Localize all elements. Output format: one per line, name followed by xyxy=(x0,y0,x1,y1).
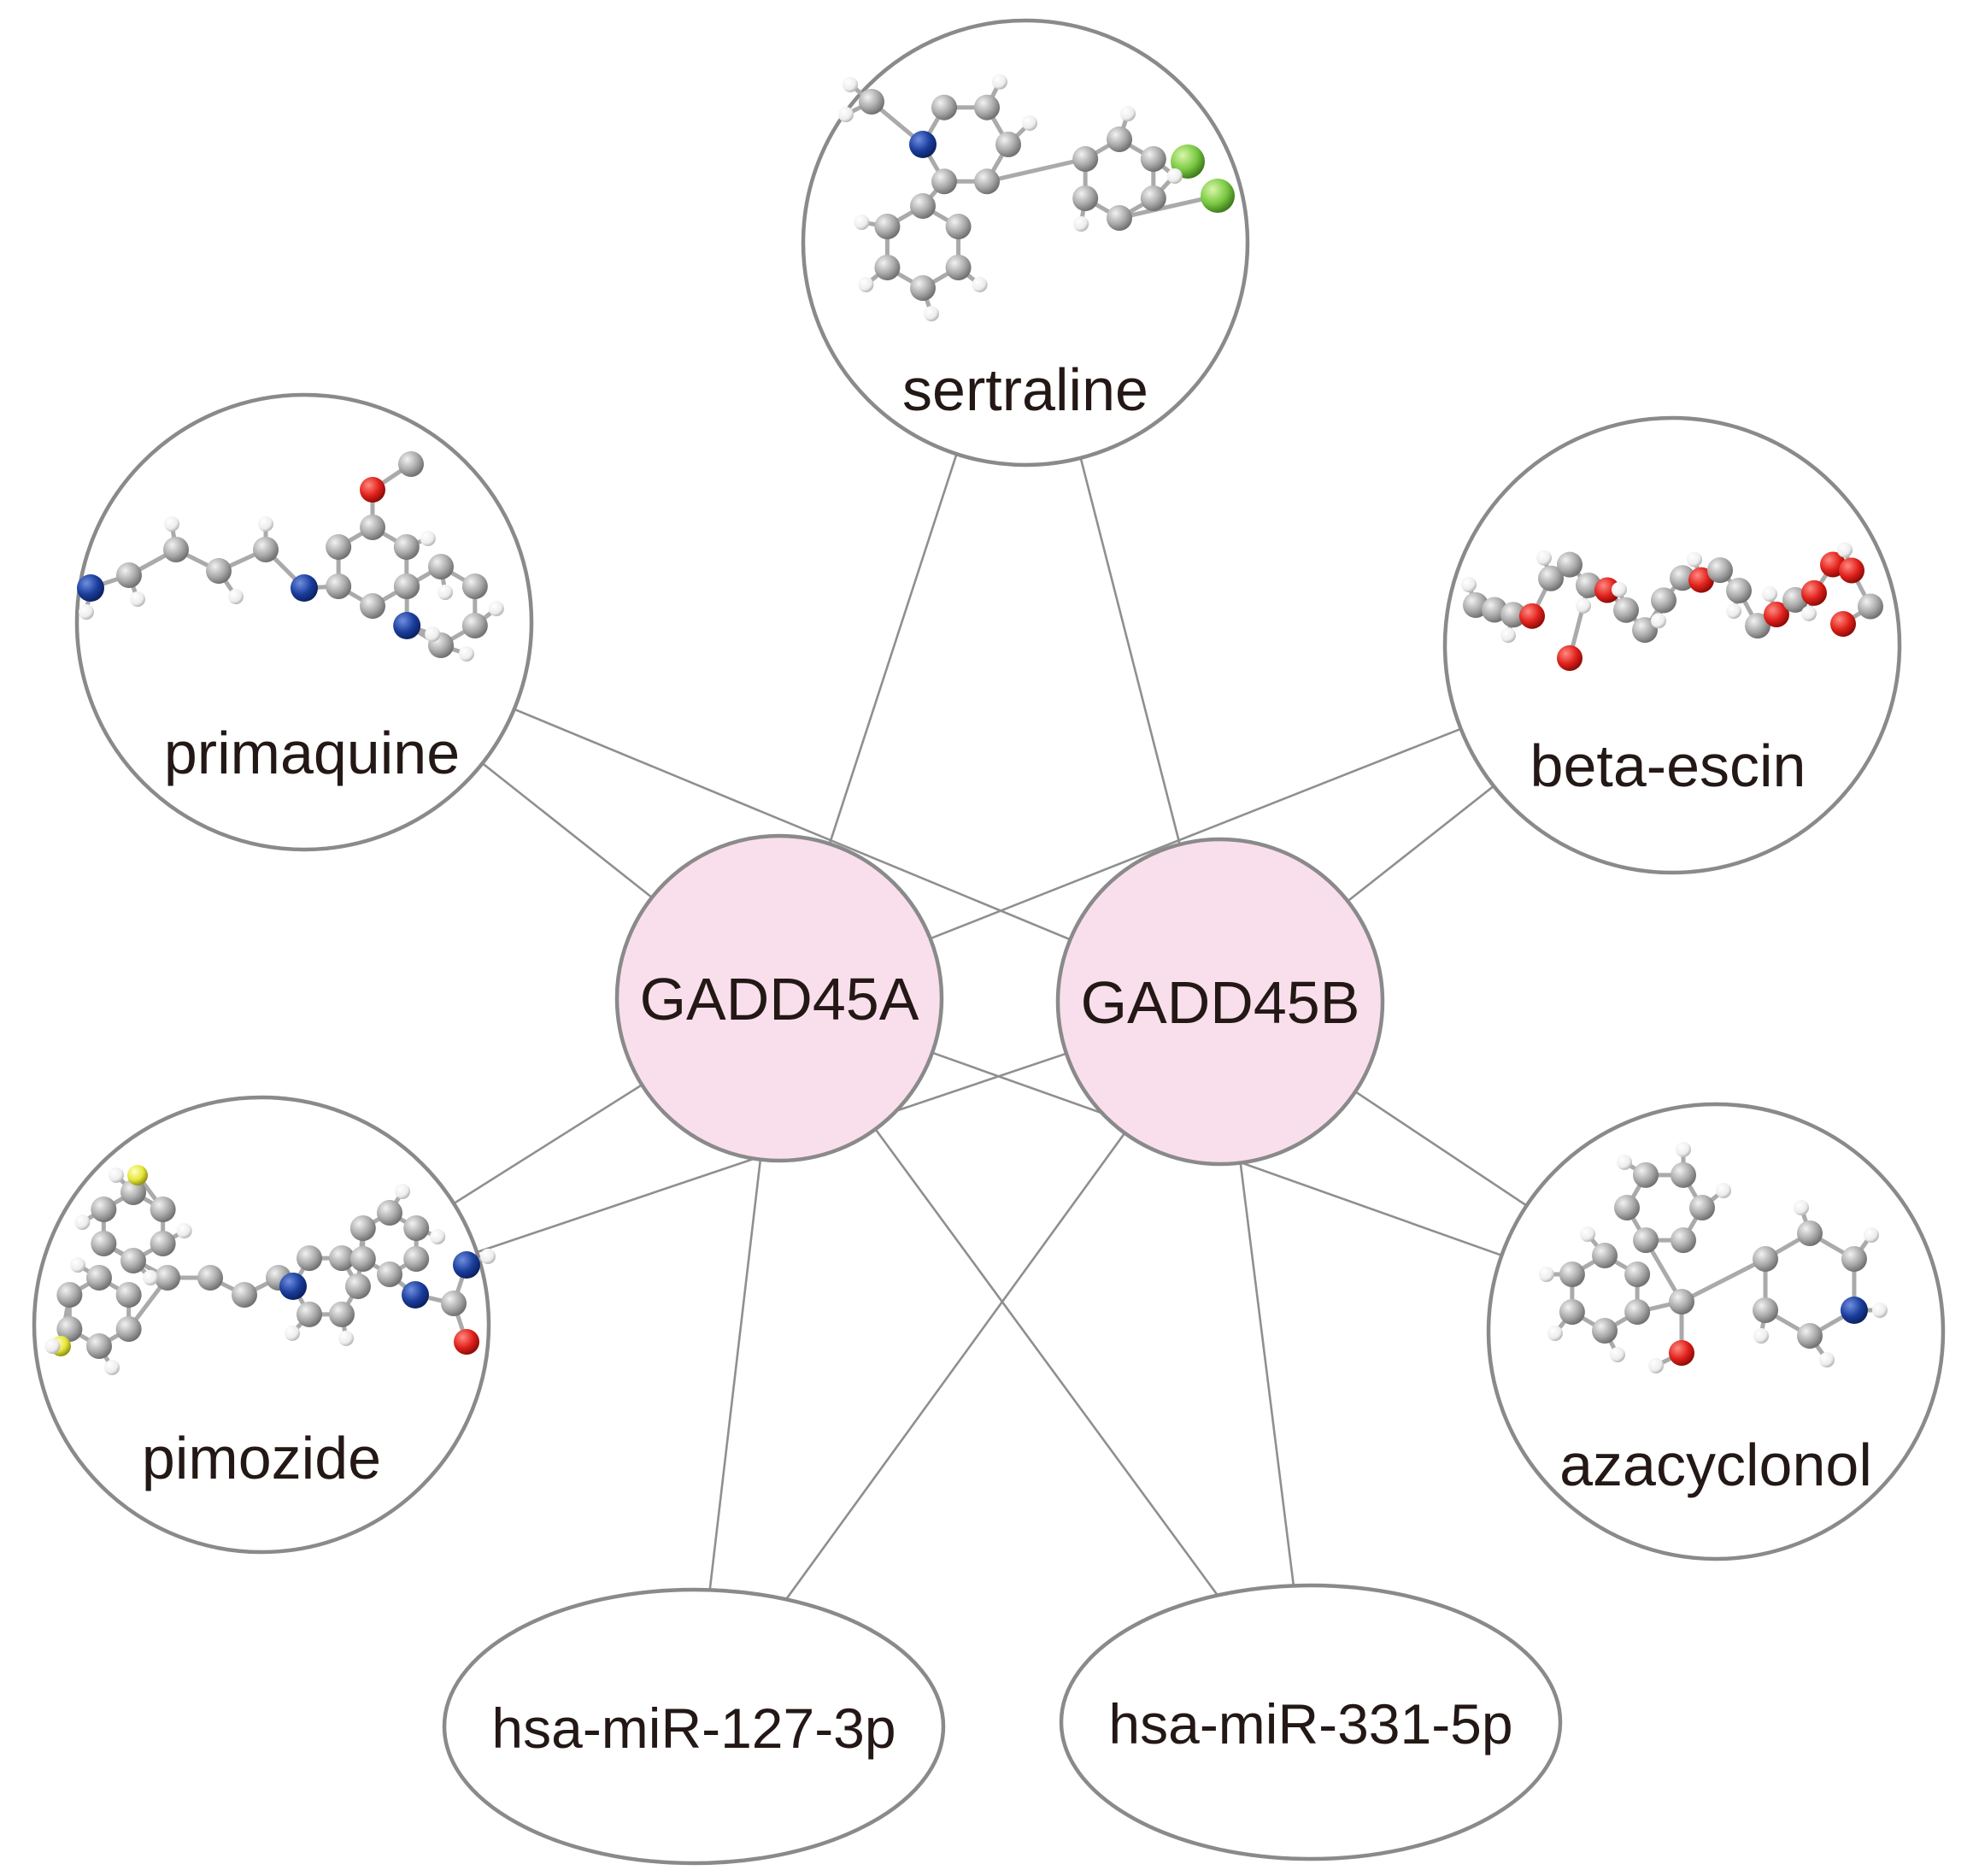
molecule-pimozide-icon xyxy=(44,1165,496,1375)
edge-mir331-gadd45b xyxy=(1239,1162,1295,1586)
molecule-sertraline-icon xyxy=(838,74,1235,321)
mirna-node-mir127[interactable]: hsa-miR-127-3p xyxy=(442,1587,946,1866)
hub-label-gadd45b: GADD45B xyxy=(1081,969,1360,1036)
hub-node-gadd45b[interactable]: GADD45B xyxy=(1055,837,1385,1167)
drug-label-primaquine: primaquine xyxy=(164,720,460,786)
edge-sertraline-gadd45b xyxy=(1079,457,1181,845)
mirna-label-mir331: hsa-miR-331-5p xyxy=(1108,1692,1512,1755)
edge-beta-escin-gadd45a xyxy=(930,727,1462,940)
mirna-label-mir127: hsa-miR-127-3p xyxy=(491,1697,895,1760)
drug-label-azacyclonol: azacyclonol xyxy=(1559,1432,1872,1498)
edge-sertraline-gadd45a xyxy=(828,453,958,844)
drug-node-sertraline[interactable]: sertraline xyxy=(801,18,1250,468)
molecule-azacyclonol-icon xyxy=(1538,1141,1888,1373)
edge-pimozide-gadd45a xyxy=(453,1084,643,1205)
edge-azacyclonol-gadd45b xyxy=(1354,1091,1528,1207)
edge-mir127-gadd45a xyxy=(708,1159,762,1591)
drug-label-beta-escin: beta-escin xyxy=(1530,732,1806,799)
drug-node-azacyclonol[interactable]: azacyclonol xyxy=(1486,1102,1946,1561)
molecule-beta-escin-icon xyxy=(1461,542,1883,671)
drug-node-beta-escin[interactable]: beta-escin xyxy=(1442,415,1902,875)
molecule-primaquine-icon xyxy=(77,451,504,662)
edge-beta-escin-gadd45b xyxy=(1347,785,1494,903)
mirna-node-mir331[interactable]: hsa-miR-331-5p xyxy=(1059,1583,1563,1861)
hub-label-gadd45a: GADD45A xyxy=(640,966,919,1032)
drug-node-pimozide[interactable]: pimozide xyxy=(32,1095,496,1555)
drug-label-sertraline: sertraline xyxy=(902,356,1148,423)
drug-node-primaquine[interactable]: primaquine xyxy=(74,392,534,852)
hub-node-gadd45a[interactable]: GADD45A xyxy=(614,833,944,1163)
edge-mir127-gadd45b xyxy=(784,1132,1126,1601)
edge-mir331-gadd45a xyxy=(874,1128,1219,1597)
drug-label-pimozide: pimozide xyxy=(142,1425,381,1491)
edge-primaquine-gadd45b xyxy=(514,708,1071,941)
edge-primaquine-gadd45a xyxy=(481,762,653,899)
